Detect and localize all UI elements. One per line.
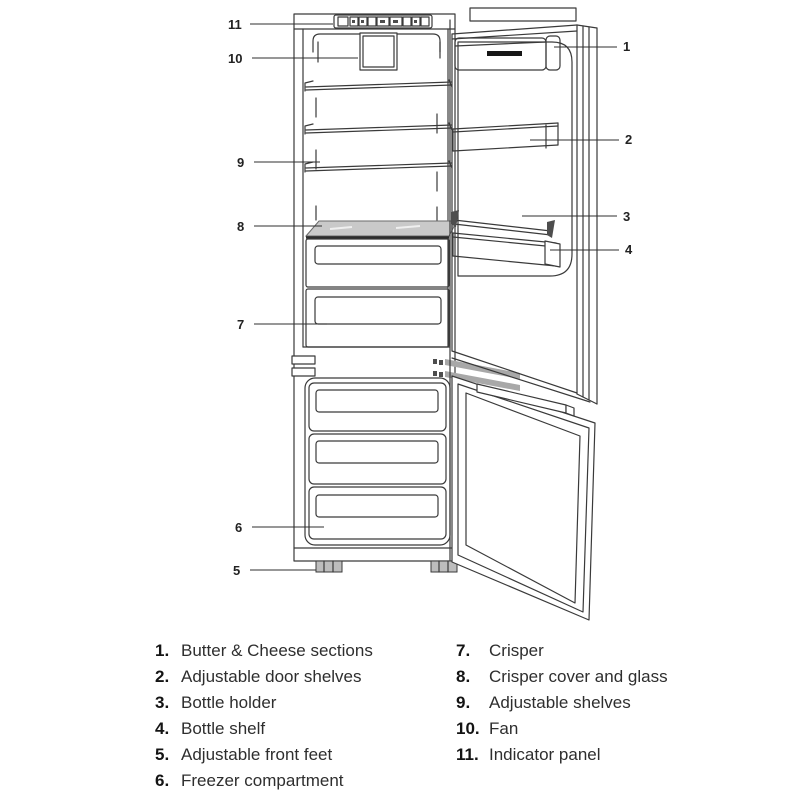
legend-item: 6. Freezer compartment xyxy=(155,768,373,794)
legend-item-number: 11. xyxy=(456,745,479,764)
legend-item-label: Crisper cover and glass xyxy=(489,667,668,686)
legend-item-label: Fan xyxy=(489,719,519,738)
legend-item: 10. Fan xyxy=(456,716,668,742)
legend-item: 4. Bottle shelf xyxy=(155,716,373,742)
callout-7: 7 xyxy=(237,317,327,332)
legend-item: 2. Adjustable door shelves xyxy=(155,664,373,690)
legend-item-label: Bottle holder xyxy=(181,693,277,712)
door-shelf xyxy=(452,122,559,152)
legend-item-number: 10. xyxy=(456,719,480,738)
legend-item-number: 8. xyxy=(456,667,471,686)
legend-item-label: Adjustable front feet xyxy=(181,745,333,764)
legend-item-label: Indicator panel xyxy=(489,745,601,764)
legend-item-label: Bottle shelf xyxy=(181,719,266,738)
legend-item: 5. Adjustable front feet xyxy=(155,742,373,768)
indicator-panel xyxy=(333,14,433,29)
legend-column-left: 1. Butter & Cheese sections 2. Adjustable … xyxy=(155,638,373,794)
svg-text:1: 1 xyxy=(623,39,630,54)
freezer-door xyxy=(451,375,596,621)
legend-item-label: Crisper xyxy=(489,641,544,660)
legend-item-number: 9. xyxy=(456,693,471,712)
legend-item-label: Adjustable shelves xyxy=(489,693,631,712)
legend-item-label: Freezer compartment xyxy=(181,771,344,790)
callout-6: 6 xyxy=(235,520,324,535)
legend-item: 9. Adjustable shelves xyxy=(456,690,668,716)
svg-text:9: 9 xyxy=(237,155,244,170)
legend-item-number: 5. xyxy=(155,745,170,764)
legend-item: 11. Indicator panel xyxy=(456,742,668,768)
svg-text:6: 6 xyxy=(235,520,242,535)
svg-text:5: 5 xyxy=(233,563,240,578)
legend-item: 3. Bottle holder xyxy=(155,690,373,716)
butter-cheese-section xyxy=(454,35,561,71)
callout-10: 10 xyxy=(228,51,358,66)
svg-text:4: 4 xyxy=(625,242,633,257)
legend-item-label: Butter & Cheese sections xyxy=(181,641,373,660)
callout-5: 5 xyxy=(233,563,316,578)
legend-item: 7. Crisper xyxy=(456,638,668,664)
fan xyxy=(317,32,441,71)
callout-1: 1 xyxy=(554,39,630,54)
legend-item: 1. Butter & Cheese sections xyxy=(155,638,373,664)
adjustable-front-feet xyxy=(315,560,458,573)
legend-item-number: 2. xyxy=(155,667,170,686)
svg-text:11: 11 xyxy=(228,17,242,32)
freezer-compartment xyxy=(304,377,451,546)
callouts: 1 2 3 4 5 6 7 xyxy=(228,17,633,578)
bottle-shelf xyxy=(452,232,561,268)
callout-3: 3 xyxy=(522,209,630,224)
crisper-cover-glass xyxy=(304,220,458,239)
callout-8: 8 xyxy=(237,219,322,234)
callout-9: 9 xyxy=(237,155,320,170)
legend-column-right: 7. Crisper 8. Crisper cover and glass 9. Ad… xyxy=(456,638,668,768)
legend-item-label: Adjustable door shelves xyxy=(181,667,362,686)
crisper-drawers xyxy=(305,238,450,348)
legend-item: 8. Crisper cover and glass xyxy=(456,664,668,690)
svg-text:7: 7 xyxy=(237,317,244,332)
legend-item-number: 1. xyxy=(155,641,170,660)
callout-11: 11 xyxy=(228,17,333,32)
svg-text:8: 8 xyxy=(237,219,244,234)
svg-text:10: 10 xyxy=(228,51,242,66)
legend-item-number: 3. xyxy=(155,693,170,712)
svg-text:3: 3 xyxy=(623,209,630,224)
legend-item-number: 6. xyxy=(155,771,170,790)
freezer-door-handle xyxy=(476,383,575,417)
legend-item-number: 7. xyxy=(456,641,471,660)
callout-4: 4 xyxy=(550,242,633,257)
callout-2: 2 xyxy=(530,132,632,147)
legend-item-number: 4. xyxy=(155,719,170,738)
svg-text:2: 2 xyxy=(625,132,632,147)
fridge-diagram: 1 2 3 4 5 6 7 xyxy=(228,7,633,621)
bottle-holder xyxy=(451,210,555,238)
adjustable-shelves xyxy=(304,79,453,224)
